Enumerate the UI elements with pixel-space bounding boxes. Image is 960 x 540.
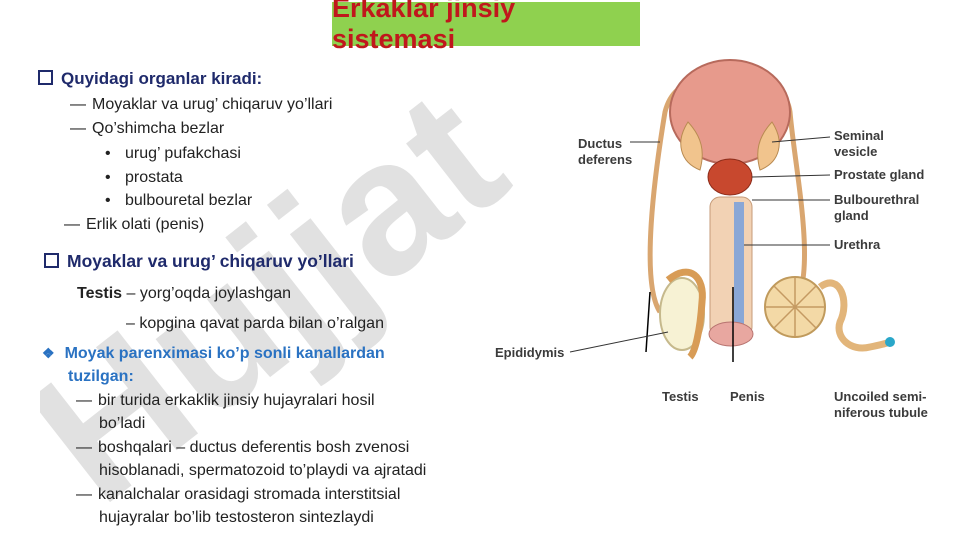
prostate: [707, 158, 753, 196]
list-item: —Moyaklar va urug’ chiqaruv yo’llari: [70, 96, 333, 113]
label-urethra: Urethra: [834, 237, 881, 252]
uncoiled-tubule: [817, 279, 892, 352]
seminal-vesicle-left: [680, 121, 703, 171]
label-seminal-2: vesicle: [834, 144, 877, 159]
sub-list-item: •urug’ pufakchasi: [105, 145, 241, 162]
dot-bullet-icon: •: [105, 145, 111, 162]
label-epididymis: Epididymis: [495, 345, 564, 360]
svg-text:gland: gland: [834, 208, 869, 223]
svg-text:Urethra: Urethra: [834, 237, 881, 252]
svg-text:Seminal: Seminal: [834, 128, 884, 143]
label-testis: Testis: [662, 389, 699, 404]
svg-text:Penis: Penis: [730, 389, 765, 404]
section3-heading-row-2: tuzilgan:: [68, 368, 134, 385]
label-ductus-1: Ductus: [578, 136, 622, 151]
list-item: —boshqalari – ductus deferentis bosh zve…: [76, 439, 410, 456]
section2-heading-row: Moyaklar va urug’ chiqaruv yo’llari: [44, 251, 354, 272]
checkbox-bullet-icon: [44, 253, 59, 268]
dot-bullet-icon: •: [105, 192, 111, 209]
svg-text:deferens: deferens: [578, 152, 632, 167]
label-seminal-1: Seminal: [834, 128, 884, 143]
testis-line: Testis – yorg’oqda joylashgan: [77, 285, 292, 302]
page-title: Erkaklar jinsiy sistemasi: [332, 0, 516, 54]
checkbox-bullet-icon: [38, 70, 53, 85]
list-item: —Erlik olati (penis): [64, 216, 205, 233]
label-penis: Penis: [730, 389, 765, 404]
svg-text:vesicle: vesicle: [834, 144, 877, 159]
penis-shaft: [709, 196, 753, 338]
svg-text:Ductus: Ductus: [578, 136, 622, 151]
tubule-end: [885, 337, 895, 347]
label-prostate: Prostate gland: [834, 167, 924, 182]
glans: [708, 321, 754, 347]
anatomy-diagram: Ductus deferens Seminal vesicle Prostate…: [495, 59, 928, 420]
list-item: —Qo’shimcha bezlar: [70, 120, 225, 137]
svg-text:Testis: Testis: [662, 389, 699, 404]
svg-text:Uncoiled semi-: Uncoiled semi-: [834, 389, 926, 404]
svg-text:Bulbourethral: Bulbourethral: [834, 192, 919, 207]
title-banner: Erkaklar jinsiy sistemasi: [332, 0, 640, 54]
testis-line-2: – kopgina qavat parda bilan o’ralgan: [126, 315, 384, 332]
section1-heading: Quyidagi organlar kiradi:: [61, 69, 263, 88]
label-bulbo-1: Bulbourethral: [834, 192, 919, 207]
label-ductus-2: deferens: [578, 152, 632, 167]
svg-text:Epididymis: Epididymis: [495, 345, 564, 360]
list-item-cont: hujayralar bo’lib testosteron sintezlayd…: [99, 509, 374, 526]
sub-list-item: •prostata: [105, 169, 183, 186]
section3-heading-row: ❖Moyak parenximasi ko’p sonli kanallarda…: [42, 345, 385, 362]
label-uncoiled-2: niferous tubule: [834, 405, 928, 420]
section2-heading: Moyaklar va urug’ chiqaruv yo’llari: [67, 251, 354, 271]
list-item: —bir turida erkaklik jinsiy hujayralari …: [76, 392, 375, 409]
epididymis: [665, 268, 706, 360]
svg-text:niferous tubule: niferous tubule: [834, 405, 928, 420]
label-uncoiled-1: Uncoiled semi-: [834, 389, 926, 404]
svg-text:Prostate gland: Prostate gland: [834, 167, 924, 182]
list-item-cont: bo’ladi: [99, 415, 146, 432]
seminal-vesicle-right: [757, 121, 780, 171]
section1-heading-row: Quyidagi organlar kiradi:: [38, 69, 262, 89]
sub-list-item: •bulbouretal bezlar: [105, 192, 253, 209]
dot-bullet-icon: •: [105, 169, 111, 186]
label-bulbo-2: gland: [834, 208, 869, 223]
list-item-cont: hisoblanadi, spermatozoid to’playdi va a…: [99, 462, 427, 479]
urethra: [734, 202, 744, 337]
diamond-bullet-icon: ❖: [42, 345, 55, 361]
list-item: —kanalchalar orasidagi stromada intersti…: [76, 486, 401, 503]
